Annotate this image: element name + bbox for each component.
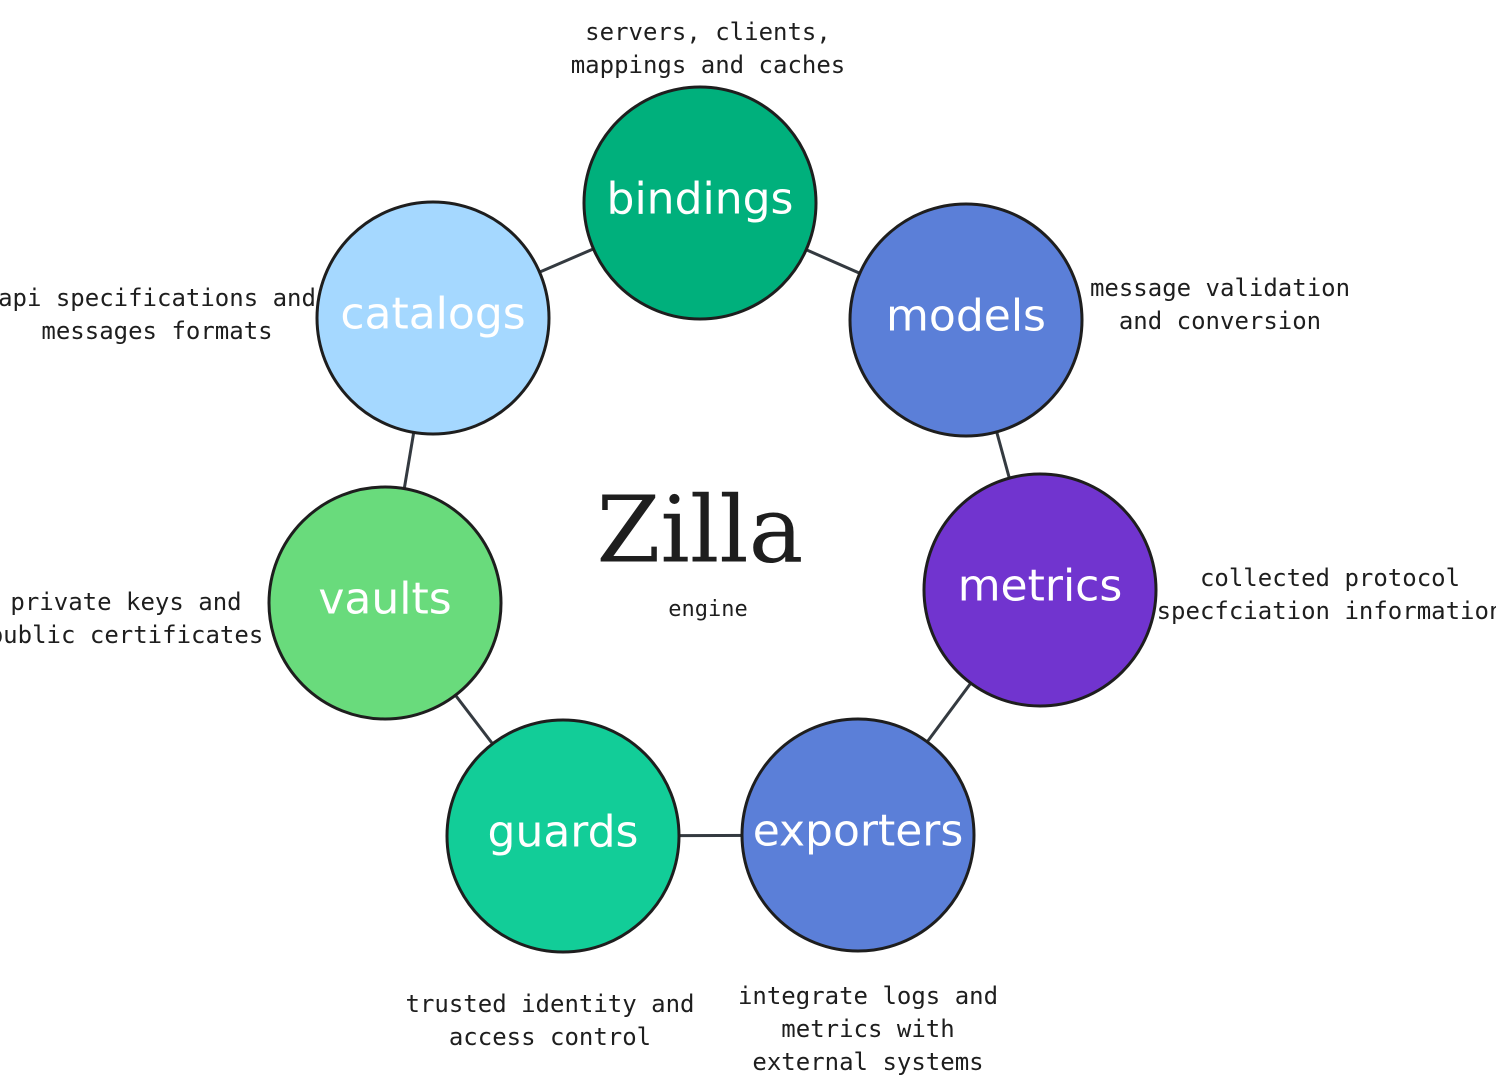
node-layer: bindings models metrics exporters guards vaul… [267, 85, 1158, 954]
node-catalogs: catalogs [315, 200, 551, 436]
node-models: models [848, 202, 1084, 438]
note-line-metrics-1: specfciation information [1157, 597, 1496, 625]
note-guards: trusted identity and access control [406, 990, 695, 1051]
node-guards: guards [445, 718, 681, 954]
note-line-guards-1: access control [449, 1023, 651, 1051]
node-label-models: models [886, 291, 1046, 342]
note-bindings: servers, clients, mappings and caches [571, 18, 846, 79]
note-line-vaults-1: public certificates [0, 621, 263, 649]
node-circle-guards [445, 718, 681, 954]
note-line-exporters-1: metrics with [781, 1015, 954, 1043]
annotation-layer: servers, clients, mappings and caches mess… [0, 18, 1496, 1076]
note-line-catalogs-1: messages formats [41, 317, 272, 345]
center-subtitle: engine [668, 597, 747, 622]
node-circle-exporters [740, 717, 976, 953]
node-circle-vaults [267, 485, 503, 721]
node-vaults: vaults [267, 485, 503, 721]
center-title: Zilla [596, 477, 803, 584]
node-circle-catalogs [315, 200, 551, 436]
note-models: message validation and conversion [1090, 274, 1350, 335]
node-bindings: bindings [582, 85, 818, 321]
node-circle-bindings [582, 85, 818, 321]
node-label-vaults: vaults [318, 574, 451, 625]
note-line-vaults-0: private keys and [10, 588, 241, 616]
node-label-metrics: metrics [958, 561, 1123, 612]
node-metrics: metrics [922, 472, 1158, 708]
note-line-bindings-1: mappings and caches [571, 51, 846, 79]
node-circle-metrics [922, 472, 1158, 708]
note-line-metrics-0: collected protocol [1200, 564, 1460, 592]
node-exporters: exporters [740, 717, 976, 953]
note-vaults: private keys and public certificates [0, 588, 263, 649]
note-catalogs: api specifications and messages formats [0, 284, 316, 345]
note-line-bindings-0: servers, clients, [585, 18, 831, 46]
node-label-guards: guards [488, 807, 639, 858]
node-label-catalogs: catalogs [340, 289, 525, 340]
node-label-exporters: exporters [753, 806, 964, 857]
node-label-bindings: bindings [607, 174, 794, 225]
note-line-catalogs-0: api specifications and [0, 284, 316, 312]
node-circle-models [848, 202, 1084, 438]
note-line-exporters-2: external systems [752, 1048, 983, 1076]
note-line-guards-0: trusted identity and [406, 990, 695, 1018]
note-metrics: collected protocol specfciation informati… [1157, 564, 1496, 625]
note-line-exporters-0: integrate logs and [738, 982, 998, 1010]
note-line-models-1: and conversion [1119, 307, 1321, 335]
note-line-models-0: message validation [1090, 274, 1350, 302]
center-group: Zilla engine [596, 477, 803, 623]
note-exporters: integrate logs and metrics with external s… [738, 982, 998, 1076]
